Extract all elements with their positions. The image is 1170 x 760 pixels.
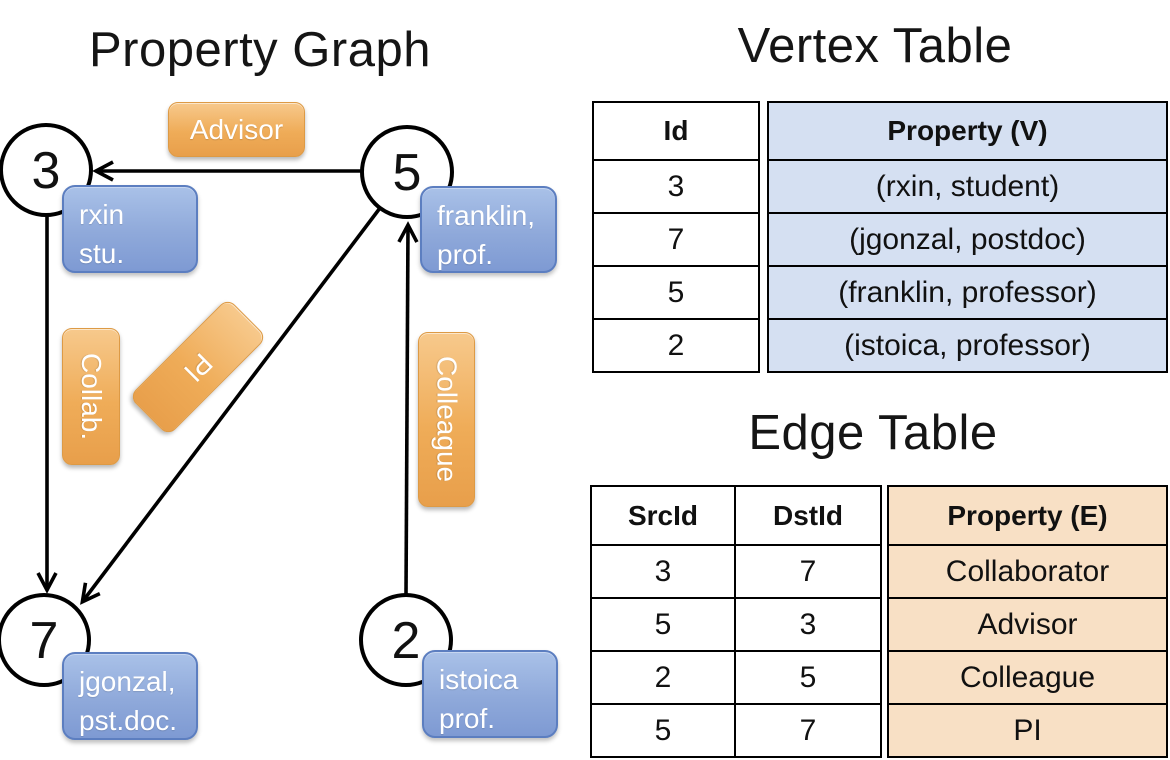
edge-table-id-columns: SrcId DstId 3 7 5 3 2 5 5 7: [590, 485, 882, 758]
vertex-table-id-column: Id 3 7 5 2: [592, 101, 760, 373]
table-cell: PI: [889, 703, 1166, 756]
edge-label-advisor: Advisor: [168, 102, 305, 157]
property-graph-diagram: 3 5 7 2: [0, 123, 454, 687]
vertex-id-7: 7: [30, 612, 59, 670]
table-cell: 2: [594, 318, 758, 371]
table-cell: (jgonzal, postdoc): [769, 212, 1166, 265]
vertex-table-title: Vertex Table: [737, 19, 1013, 73]
edge-table-header-row: SrcId DstId: [592, 487, 880, 544]
table-cell: Colleague: [889, 650, 1166, 703]
vertex-id-5: 5: [393, 144, 422, 202]
vertex-property-line: stu.: [79, 238, 125, 270]
edge-table-title: Edge Table: [748, 406, 998, 460]
edge-label-colleague: Colleague: [418, 332, 475, 507]
vertex-table-header-id: Id: [663, 115, 689, 146]
table-cell: 5: [799, 660, 817, 694]
table-cell: 7: [594, 212, 758, 265]
edge-table-header-property: Property (E): [889, 487, 1166, 544]
vertex-property-line: jgonzal,: [79, 666, 176, 697]
vertex-property-box-5: franklin, prof.: [420, 186, 557, 273]
property-graph-title: Property Graph: [89, 23, 431, 77]
table-cell: 5: [592, 705, 736, 756]
table-row: 5 7: [592, 703, 880, 756]
table-cell: 7: [799, 554, 817, 588]
table-cell: (rxin, student): [769, 159, 1166, 212]
table-row: 2 5: [592, 650, 880, 703]
vertex-property-box-2: istoica prof.: [422, 650, 558, 738]
vertex-property-box-3: rxin stu.: [62, 185, 198, 273]
edge-table-property-column: Property (E) Collaborator Advisor Collea…: [887, 485, 1168, 758]
vertex-property-line: prof.: [437, 239, 494, 271]
vertex-table-property-column: Property (V) (rxin, student) (jgonzal, p…: [767, 101, 1168, 373]
vertex-property-line: prof.: [439, 703, 496, 735]
table-cell: 5: [592, 599, 736, 650]
table-cell: 5: [594, 265, 758, 318]
table-row: 3 7: [592, 544, 880, 597]
edge-colleague-arrow-2-to-5: [397, 221, 419, 596]
vertex-property-line: rxin: [79, 199, 125, 230]
table-cell: Collaborator: [889, 544, 1166, 597]
edge-table-header-dstid: DstId: [773, 499, 843, 531]
table-cell: 2: [592, 652, 736, 703]
table-cell: (franklin, professor): [769, 265, 1166, 318]
table-cell: (istoica, professor): [769, 318, 1166, 371]
table-cell: 7: [799, 713, 817, 747]
edge-pi-arrow-5-to-7: [80, 206, 382, 605]
edge-label-collab: Collab.: [62, 328, 120, 465]
vertex-id-2: 2: [392, 612, 421, 670]
table-row: 5 3: [592, 597, 880, 650]
vertex-property-line: istoica: [439, 664, 519, 695]
vertex-property-box-7: jgonzal, pst.doc.: [62, 652, 198, 740]
table-cell: 3: [799, 607, 817, 641]
vertex-property-line: pst.doc.: [79, 705, 178, 737]
table-cell: 3: [594, 159, 758, 212]
vertex-table-header-property: Property (V): [769, 103, 1166, 159]
table-cell: 3: [592, 546, 736, 597]
vertex-id-3: 3: [32, 142, 61, 200]
edge-table-header-srcid: SrcId: [592, 487, 736, 544]
table-cell: Advisor: [889, 597, 1166, 650]
vertex-property-line: franklin,: [437, 200, 536, 231]
